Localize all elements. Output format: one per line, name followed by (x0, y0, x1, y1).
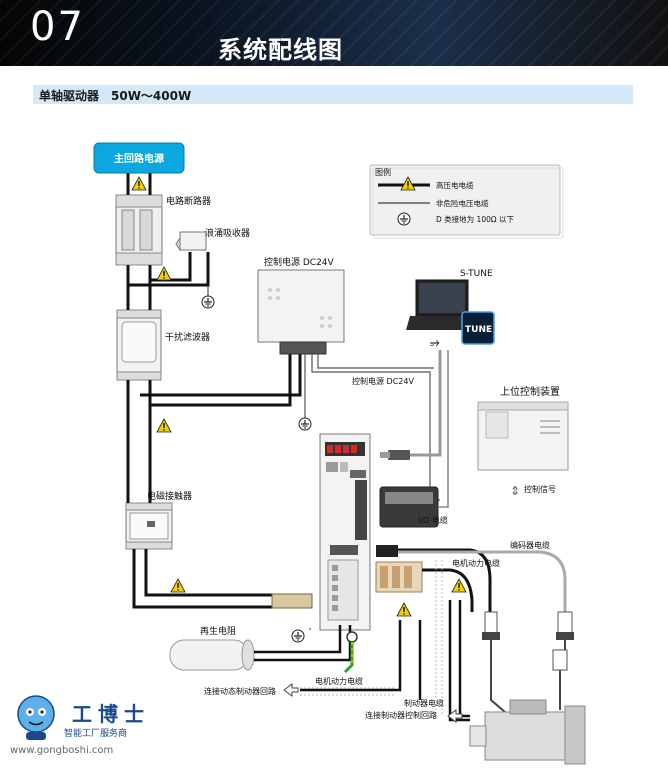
motor-connectors (375, 545, 423, 593)
circuit-breaker (115, 194, 163, 266)
usb-icon: ⭌ (430, 335, 440, 349)
contactor-plug (271, 593, 313, 609)
watermark: 工博士 智能工厂服务商 www.gongboshi.com (10, 690, 150, 760)
header-stripe (0, 0, 668, 66)
ground-symbol-surge (201, 295, 215, 309)
mascot-icon (17, 695, 55, 740)
regen-label: 再生电阻 (200, 625, 236, 637)
control-power-label: 控制电源 DC24V (264, 256, 335, 268)
surge-label: 浪涌吸收器 (205, 227, 250, 239)
main-power-box: 主回路电源 (93, 142, 185, 174)
regen-resistor (169, 639, 255, 671)
contactor-label: 电磁接触器 (147, 490, 192, 502)
legend-item-lv: 非危险电压电缆 (436, 198, 489, 208)
surge-absorber (175, 231, 207, 252)
warning-icon-6 (451, 578, 467, 593)
ground-symbol-driver (291, 629, 305, 643)
io-cable-label: I/O 电缆 (418, 515, 448, 525)
dyn-brake-label: 连接动态制动器回路 (204, 686, 276, 696)
servo-driver (319, 433, 371, 631)
watermark-subtitle: 智能工厂服务商 (64, 729, 128, 739)
main-power-cables (126, 173, 302, 609)
laptop (406, 279, 495, 345)
warning-icon-3 (156, 418, 172, 433)
control-power-cable-label: 控制电源 DC24V (352, 376, 414, 386)
control-signal-label: 控制信号 (524, 484, 556, 494)
section-bar: 单轴驱动器 50W～400W (33, 85, 633, 104)
host-controller (477, 401, 569, 471)
usb-cable (410, 350, 442, 457)
section-title: 单轴驱动器 50W～400W (39, 89, 192, 103)
tune-logo-text: TUNE (465, 325, 492, 335)
control-power-unit (257, 269, 345, 355)
io-cable (438, 350, 449, 508)
page-title: 系统配线图 (218, 36, 343, 64)
warning-icon-5 (396, 602, 412, 617)
warning-icon-4 (170, 578, 186, 593)
chapter-number: 07 (30, 4, 85, 50)
brake-cable (448, 600, 470, 722)
motor-power-cable2-label: 电机动力电缆 (315, 676, 363, 686)
servo-motor (469, 699, 586, 765)
up-down-arrow-icon: ⇕ (510, 484, 520, 498)
brake-circuit-label: 连接制动器控制回路 (365, 710, 437, 720)
usb-plug (380, 450, 410, 460)
motor-power-cable (398, 548, 492, 615)
magnetic-contactor (125, 502, 173, 550)
legend-item-hv: 高压电电缆 (436, 180, 474, 190)
warning-icon-2 (156, 266, 172, 281)
breaker-label: 电路断路器 (166, 195, 211, 207)
motor-power-cable-label: 电机动力电缆 (452, 558, 500, 568)
motor-cable-plugs (482, 611, 574, 671)
legend-box (369, 164, 564, 239)
stune-label: S-TUNE (460, 269, 493, 279)
header-band (0, 0, 668, 66)
dyn-brake-hatched (300, 560, 443, 715)
watermark-logo: 工博士 (72, 702, 150, 726)
encoder-cable-label: 编码器电缆 (510, 540, 550, 550)
filter-label: 干扰滤波器 (165, 331, 210, 343)
ground-symbol-control (298, 417, 312, 431)
host-label: 上位控制装置 (500, 385, 560, 398)
arrow-left-icon (283, 683, 299, 697)
main-power-label: 主回路电源 (114, 152, 164, 165)
warning-icon-1 (131, 176, 147, 191)
noise-filter (116, 309, 162, 381)
page-header: 07 系统配线图 (0, 0, 668, 66)
arrow-left-icon-2 (447, 709, 463, 723)
dyn-brake-cable (300, 620, 422, 700)
ground-lug (343, 631, 358, 674)
io-connector (379, 486, 439, 528)
legend-title: 图例 (375, 167, 391, 177)
watermark-url: www.gongboshi.com (10, 745, 114, 756)
legend-item-ground: D 类接地为 100Ω 以下 (436, 214, 514, 224)
brake-cable-label: 制动器电缆 (404, 698, 444, 708)
encoder-cable (398, 550, 567, 612)
